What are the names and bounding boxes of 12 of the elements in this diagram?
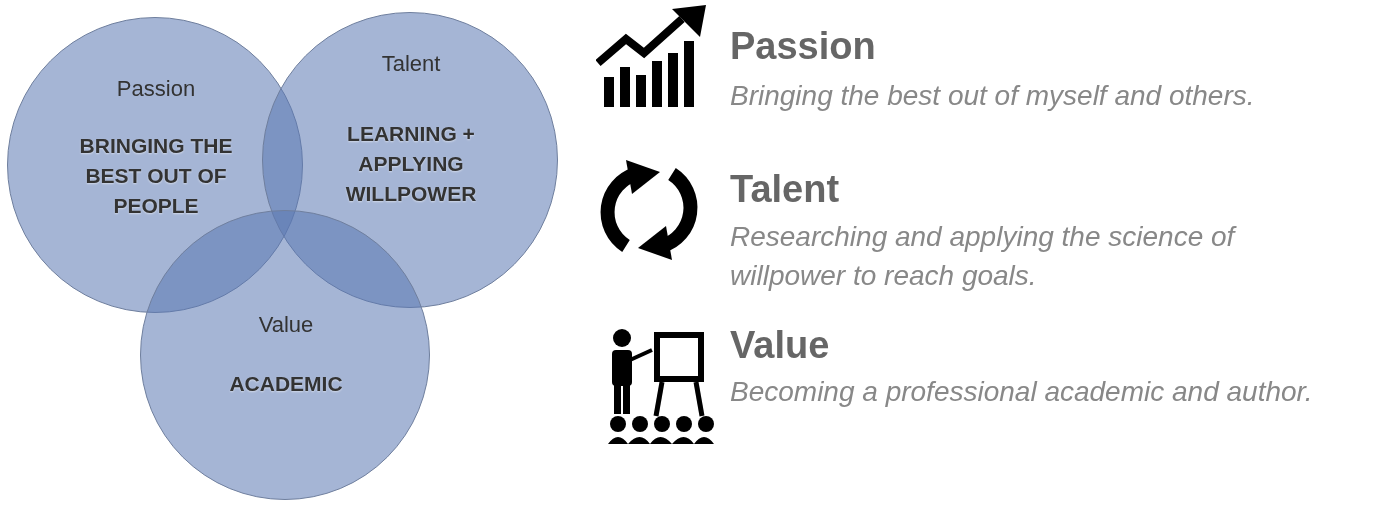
section-heading: Passion — [730, 25, 876, 68]
circle-text: BRINGING THE BEST OUT OF PEOPLE — [78, 133, 234, 219]
description-text: Researching and applying the science of willpower to reach goals. — [730, 220, 1238, 293]
section-heading: Talent — [730, 168, 840, 211]
circle-title: Passion — [115, 76, 197, 102]
circle-title: Value — [257, 312, 315, 338]
circle-text: ACADEMIC — [228, 371, 344, 397]
description-text: Becoming a professional academic and author. — [730, 375, 1314, 409]
section-heading: Value — [730, 324, 830, 367]
circle-title: Talent — [380, 51, 442, 77]
description-text: Bringing the best out of myself and others. — [730, 79, 1256, 113]
circle-text: LEARNING + APPLYING WILLPOWER — [344, 121, 478, 207]
